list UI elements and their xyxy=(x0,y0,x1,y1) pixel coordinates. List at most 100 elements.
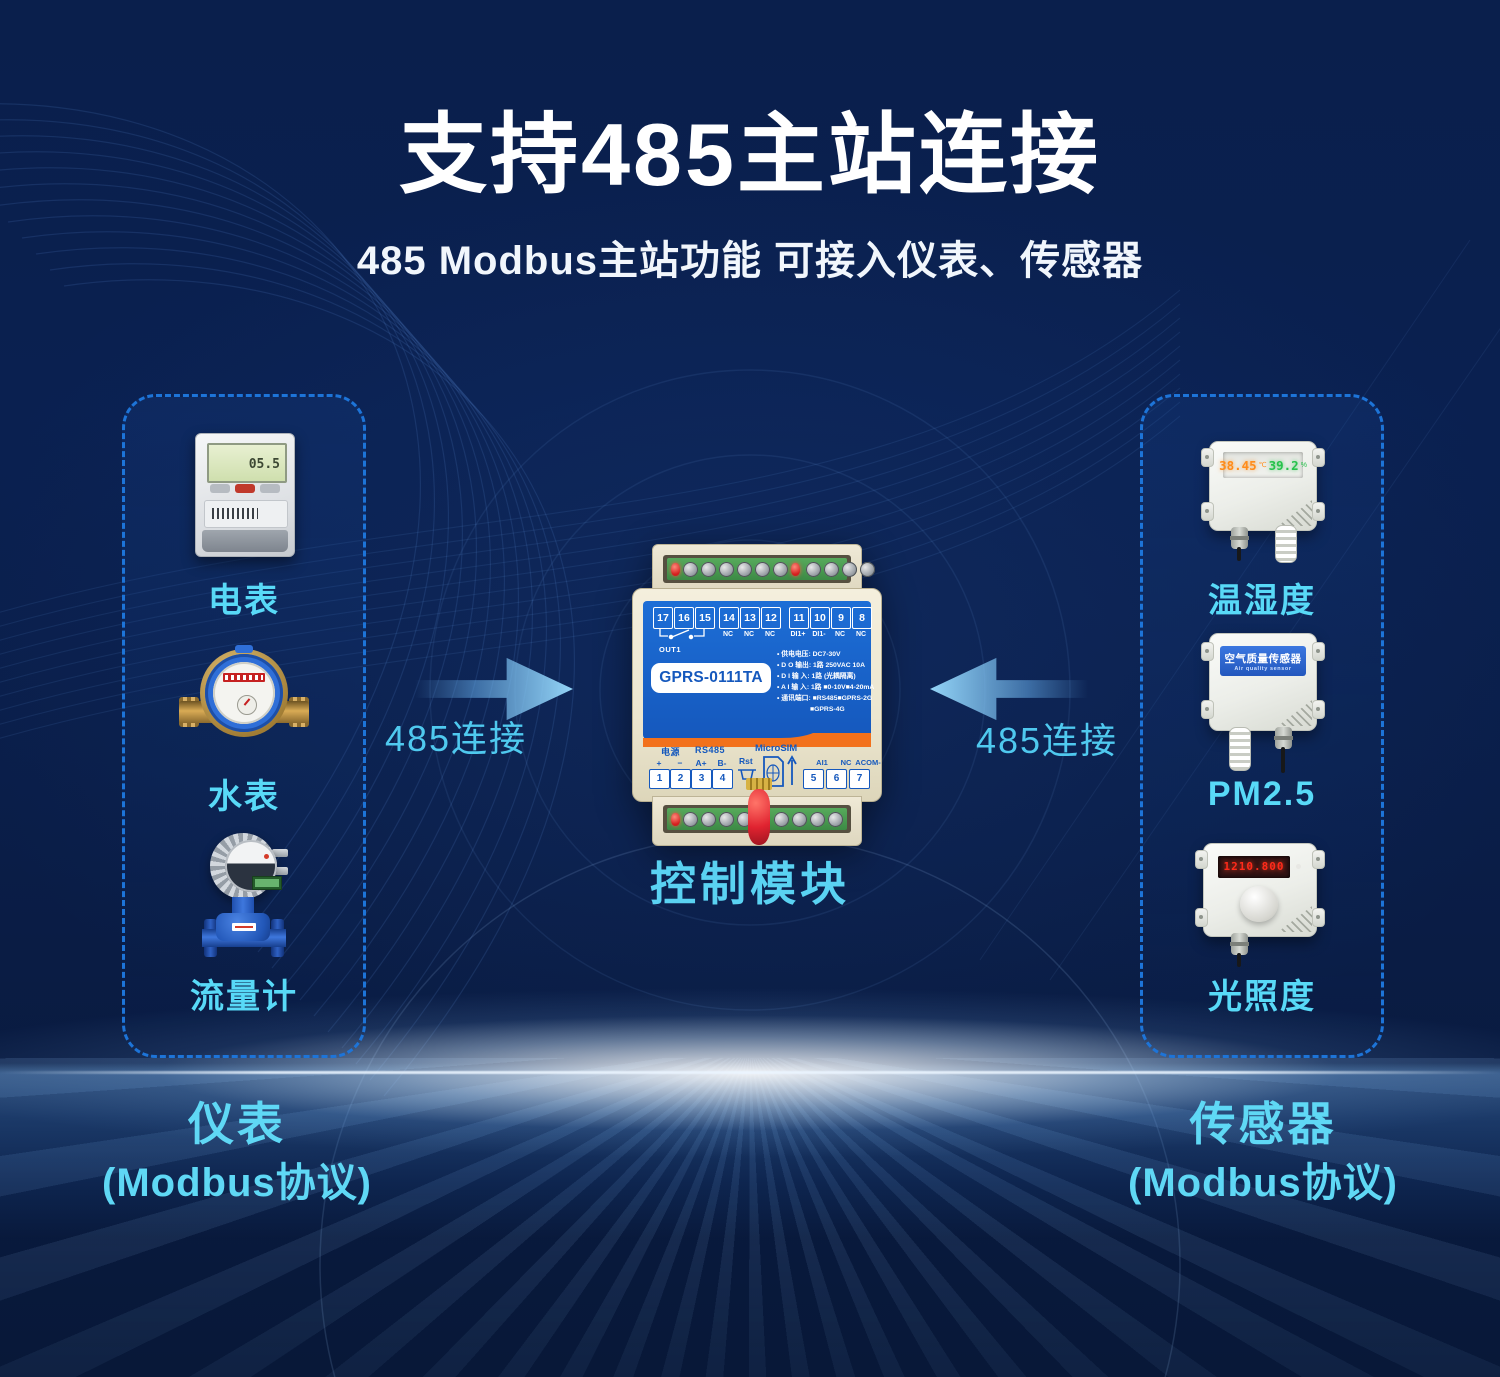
terminal-1: 1 xyxy=(649,769,670,789)
terminal-13: 13 xyxy=(740,607,760,629)
water-meter-illustration xyxy=(179,645,309,743)
ai1-label: AI1 xyxy=(816,758,828,767)
flow-meter-display-head xyxy=(210,833,282,899)
module-model-name: GPRS-0111TA xyxy=(651,663,771,693)
nc-label: NC xyxy=(743,631,755,638)
out1-label: OUT1 xyxy=(659,645,682,654)
flow-meter-label: 流量计 xyxy=(190,978,298,1016)
right-connection-label: 485连接 xyxy=(975,720,1119,761)
temperature-unit: ℃ xyxy=(1258,462,1267,469)
gsm-antenna xyxy=(746,778,772,846)
module-bottom-printing: 电源 RS485 + − A+ B- 1 2 3 4 Rst MicroSIM xyxy=(643,743,881,797)
spec-line: • 通讯端口: ■RS485■GPRS-2G xyxy=(777,695,873,702)
air-sample-probe xyxy=(1229,727,1251,771)
temp-humidity-sensor-illustration: 38.45 ℃ 39.2 % xyxy=(1201,441,1325,565)
water-meter-label: 水表 xyxy=(208,778,280,816)
terminal-5: 5 xyxy=(803,769,824,789)
temp-humidity-sensor-box: 38.45 ℃ 39.2 % xyxy=(1201,441,1325,531)
spec-line: • D O 输出: 1路 250VAC 10A xyxy=(777,662,865,669)
terminal-17: 17 xyxy=(653,607,673,629)
temp-humidity-label: 温湿度 xyxy=(1208,582,1316,620)
humidity-probe xyxy=(1275,525,1297,563)
electric-meter-lcd: 05.5 xyxy=(207,443,287,483)
module-front-panel: 17 16 15 14 13 12 11 10 9 8 NC NC NC DI1… xyxy=(643,601,874,747)
terminal-4: 4 xyxy=(712,769,733,789)
horizon-line-decoration xyxy=(0,1071,1500,1074)
nc-label: NC xyxy=(840,758,852,767)
air-quality-sensor-illustration: 空气质量传感器 Air quality sensor xyxy=(1201,633,1325,773)
page-subtitle: 485 Modbus主站功能 可接入仪表、传感器 xyxy=(356,239,1144,283)
nc-label: NC xyxy=(722,631,734,638)
cable-gland xyxy=(1230,933,1249,955)
electric-meter-buttons xyxy=(210,484,280,493)
vent-lines-decoration xyxy=(1278,906,1312,932)
module-spec-list: • 供电电压: DC7-30V • D O 输出: 1路 250VAC 10A … xyxy=(777,649,874,715)
light-sensor-indicator xyxy=(1296,864,1301,869)
flow-meter-connector-top xyxy=(272,849,288,857)
vent-lines-decoration xyxy=(1278,700,1312,726)
electric-meter-reading: 05.5 xyxy=(248,457,280,472)
pin-b-minus: B- xyxy=(717,758,727,768)
terminal-12: 12 xyxy=(761,607,781,629)
cable-gland xyxy=(1274,727,1293,749)
spec-line: ■GPRS-4G xyxy=(810,706,845,713)
electric-meter-illustration: 05.5 xyxy=(195,433,295,557)
acom-label: ACOM- xyxy=(855,758,881,767)
power-group-label: 电源 xyxy=(661,747,681,757)
di1-minus-label: DI1- xyxy=(812,631,826,638)
barcode-icon xyxy=(212,508,258,519)
electric-meter-body: 05.5 xyxy=(195,433,295,557)
terminal-16: 16 xyxy=(674,607,694,629)
terminal-6: 6 xyxy=(826,769,847,789)
air-quality-subtitle: Air quality sensor xyxy=(1234,666,1292,672)
temp-humidity-display: 38.45 ℃ 39.2 % xyxy=(1219,452,1307,478)
terminal-15: 15 xyxy=(695,607,715,629)
terminal-screws xyxy=(667,558,875,580)
water-meter-register xyxy=(223,673,265,682)
rs485-group-label: RS485 xyxy=(695,745,726,755)
meters-protocol-caption: (Modbus协议) xyxy=(102,1161,372,1205)
sim-card-icon xyxy=(763,755,797,787)
control-module-label: 控制模块 xyxy=(650,858,850,910)
air-quality-title: 空气质量传感器 xyxy=(1224,653,1302,665)
orange-stripe-decoration xyxy=(643,733,871,747)
pin-a-plus: A+ xyxy=(695,758,707,768)
relay-contact-icon xyxy=(659,629,705,640)
flow-meter-face xyxy=(225,840,282,892)
flow-meter-nameplate xyxy=(232,923,256,931)
terminal-9: 9 xyxy=(831,607,851,629)
meters-caption: 仪表 xyxy=(188,1098,286,1150)
cable xyxy=(1237,953,1241,967)
water-meter-sub-dial xyxy=(237,695,257,715)
sensors-caption: 传感器 xyxy=(1189,1098,1337,1150)
humidity-unit: % xyxy=(1300,461,1307,469)
water-meter-cap-tab xyxy=(235,645,253,653)
cable xyxy=(1281,747,1285,773)
electric-meter-label-strip xyxy=(204,500,288,528)
pin-minus: − xyxy=(677,758,683,768)
terminal-14: 14 xyxy=(719,607,739,629)
microsim-label: MicroSIM xyxy=(755,743,798,754)
module-housing: 17 16 15 14 13 12 11 10 9 8 NC NC NC DI1… xyxy=(632,588,882,802)
humidity-value: 39.2 xyxy=(1268,457,1299,473)
electric-meter-label: 电表 xyxy=(208,582,280,620)
spec-line: • D I 输 入: 1路 (光耦隔离) xyxy=(777,673,856,680)
control-module-illustration: 17 16 15 14 13 12 11 10 9 8 NC NC NC DI1… xyxy=(628,542,884,846)
temperature-value: 38.45 xyxy=(1219,457,1257,473)
pin-plus: + xyxy=(656,758,662,768)
pm25-label: PM2.5 xyxy=(1207,775,1317,813)
light-sensor-dome xyxy=(1240,886,1278,922)
terminal-10: 10 xyxy=(810,607,830,629)
air-quality-title-band: 空气质量传感器 Air quality sensor xyxy=(1220,646,1306,676)
flow-meter-body xyxy=(216,913,270,941)
left-connection-label: 485连接 xyxy=(384,718,528,759)
sensors-panel: 38.45 ℃ 39.2 % 温湿度 空气质量传感器 Air q xyxy=(1140,394,1384,1058)
nc-label: NC xyxy=(855,631,867,638)
nc-label: NC xyxy=(834,631,846,638)
page-title: 支持485主站连接 xyxy=(399,105,1101,204)
vent-lines-decoration xyxy=(1278,500,1312,526)
terminal-3: 3 xyxy=(691,769,712,789)
flow-meter-illustration xyxy=(202,833,288,957)
rst-label: Rst xyxy=(739,756,753,766)
